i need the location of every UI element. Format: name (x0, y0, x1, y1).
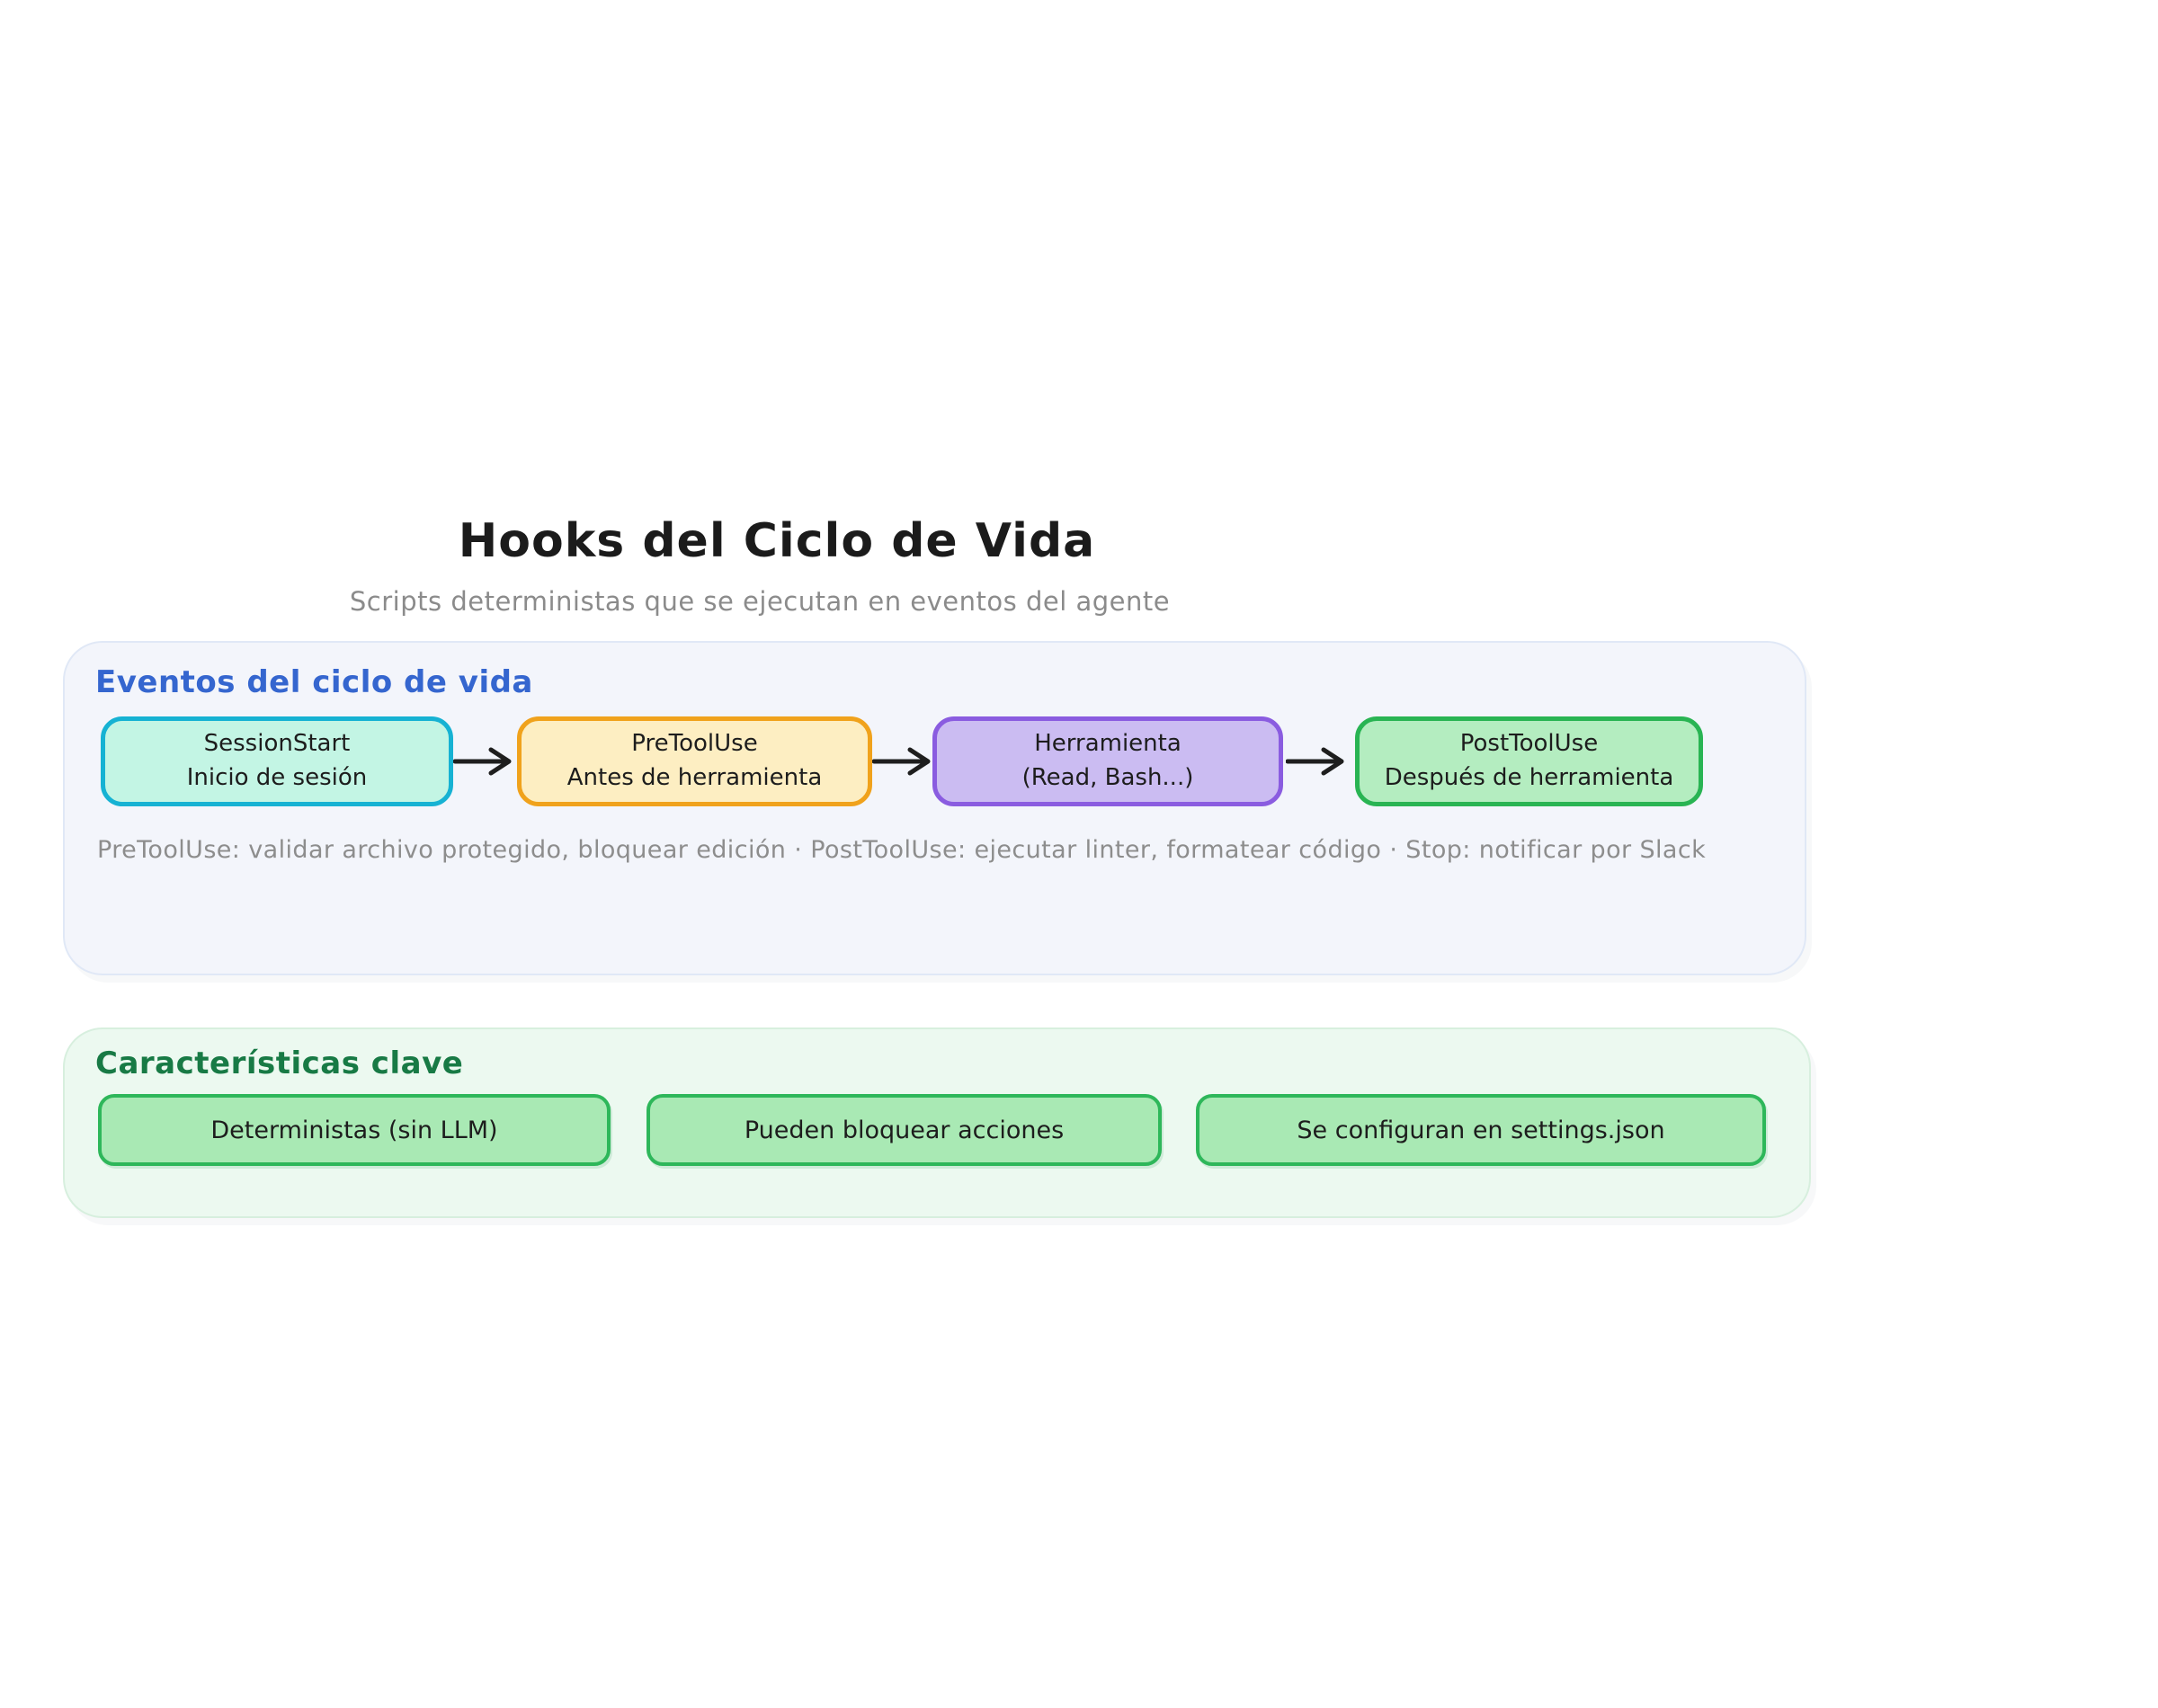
lifecycle-flow-row: SessionStart Inicio de sesión PreToolUse… (65, 716, 1805, 806)
lifecycle-step-title: PreToolUse (631, 730, 758, 758)
lifecycle-events-heading: Eventos del ciclo de vida (95, 664, 533, 700)
feature-label: Deterministas (sin LLM) (210, 1116, 498, 1144)
lifecycle-step-title: Herramienta (1034, 730, 1182, 758)
flow-arrow-icon (1286, 745, 1351, 778)
feature-label: Pueden bloquear acciones (744, 1116, 1065, 1144)
lifecycle-step-box: SessionStart Inicio de sesión (101, 716, 453, 806)
key-features-heading: Características clave (95, 1045, 464, 1081)
feature-label: Se configuran en settings.json (1297, 1116, 1665, 1144)
lifecycle-step-box: PreToolUse Antes de herramienta (517, 716, 872, 806)
page-subtitle: Scripts deterministas que se ejecutan en… (349, 586, 1171, 617)
lifecycle-step-subtitle: Después de herramienta (1384, 764, 1674, 791)
lifecycle-caption: PreToolUse: validar archivo protegido, b… (97, 836, 1707, 864)
lifecycle-events-card: Eventos del ciclo de vida SessionStart I… (63, 641, 1806, 975)
lifecycle-step-title: PostToolUse (1459, 730, 1599, 758)
feature-box: Deterministas (sin LLM) (98, 1094, 611, 1166)
key-features-row: Deterministas (sin LLM) Pueden bloquear … (65, 1094, 1809, 1166)
lifecycle-step-title: SessionStart (203, 730, 351, 758)
page-title: Hooks del Ciclo de Vida (458, 514, 1096, 568)
feature-box: Se configuran en settings.json (1196, 1094, 1766, 1166)
flow-arrow-icon (453, 745, 518, 778)
lifecycle-step-subtitle: Antes de herramienta (566, 764, 823, 791)
lifecycle-step-subtitle: Inicio de sesión (186, 764, 368, 791)
lifecycle-step-box: PostToolUse Después de herramienta (1355, 716, 1703, 806)
flow-arrow-icon (872, 745, 937, 778)
lifecycle-step-subtitle: (Read, Bash...) (1021, 764, 1194, 791)
feature-box: Pueden bloquear acciones (647, 1094, 1162, 1166)
lifecycle-step-box: Herramienta (Read, Bash...) (932, 716, 1283, 806)
key-features-card: Características clave Deterministas (sin… (63, 1027, 1811, 1218)
